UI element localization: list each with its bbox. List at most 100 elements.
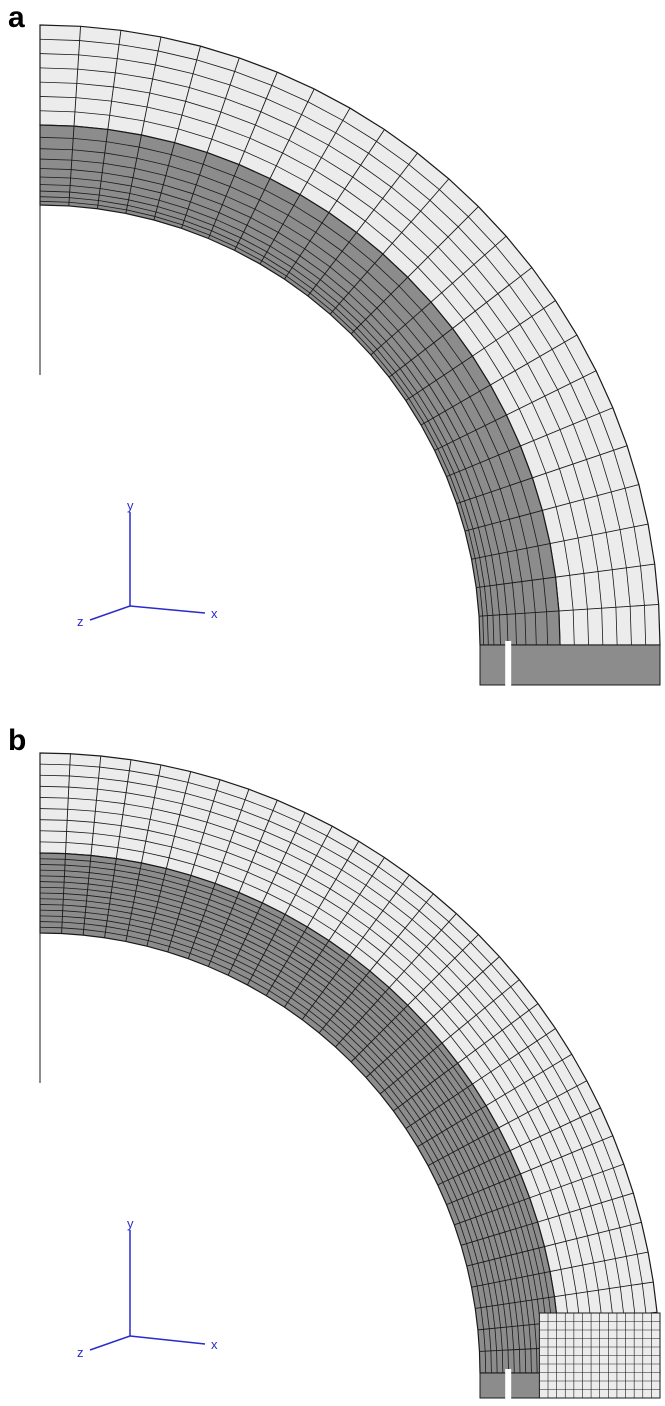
mesh-radial-line [446, 407, 613, 478]
mesh-radial-line [393, 1003, 539, 1112]
mesh-arc-line [39, 881, 532, 1374]
x-axis-line [129, 605, 206, 614]
mesh-arc-line [39, 190, 495, 646]
mesh-radial-line [365, 956, 500, 1078]
mesh-figure-a: y x z [39, 24, 661, 691]
outer-face [39, 24, 661, 646]
z-axis-label: z [77, 614, 84, 629]
mesh-radial-line [227, 812, 306, 976]
mesh-radial-line [405, 1028, 556, 1129]
bottom-foot [479, 644, 661, 686]
mesh-radial-line [82, 755, 102, 936]
mesh-radial-line [335, 913, 457, 1048]
foot-notch [505, 641, 512, 691]
mesh-arc-line [39, 96, 589, 646]
panel-b: b y x z [0, 703, 665, 1406]
mesh-radial-line [207, 72, 278, 239]
mesh-radial-line [61, 753, 71, 934]
mesh-arc-line [39, 200, 485, 646]
mesh-arc-line [39, 158, 527, 646]
z-axis-line [89, 605, 131, 621]
front-face [39, 124, 561, 646]
mesh-radial-line [464, 484, 639, 532]
mesh-arc-line [39, 858, 555, 1374]
mesh-arc-line [39, 67, 618, 646]
mesh-radial-line [420, 334, 578, 426]
mesh-radial-line [437, 1107, 601, 1186]
mesh-arc-line [39, 875, 538, 1374]
mesh-figure-b: y x z [39, 752, 661, 1404]
mesh-radial-line [475, 1281, 654, 1309]
mesh-arc-line [39, 196, 489, 646]
mesh-radial-line [417, 1053, 573, 1148]
mesh-radial-line [247, 825, 333, 986]
mesh-radial-line [234, 88, 315, 251]
mesh-radial-line [153, 46, 201, 221]
mesh-arc-line [39, 830, 583, 1374]
z-axis-label: z [77, 1345, 84, 1360]
mesh-arc-line [39, 763, 650, 1374]
mesh-radial-line [68, 26, 81, 206]
axes-triad-b: y x z [77, 1216, 218, 1360]
mesh-radial-line [471, 523, 649, 560]
mesh-radial-line [146, 771, 192, 947]
mesh-radial-line [370, 235, 507, 356]
mesh-radial-line [350, 934, 479, 1063]
mesh-arc-line [39, 819, 594, 1374]
mesh-radial-line [125, 36, 162, 214]
mesh-radial-line [427, 1080, 588, 1166]
z-axis-line [89, 1335, 131, 1351]
mesh-arc-line [39, 785, 628, 1374]
mesh-arc-line [39, 110, 575, 646]
mesh-radial-line [456, 445, 628, 504]
mesh-radial-line [187, 789, 250, 959]
mesh-arc-line [39, 864, 549, 1374]
mesh-radial-line [207, 800, 278, 967]
mesh-a [39, 24, 661, 691]
panel-a: a y x z [8, 1, 661, 691]
mesh-radial-line [379, 979, 520, 1095]
mesh-arc-line [39, 184, 501, 646]
y-axis-label: y [127, 498, 134, 513]
panel-label-b: b [8, 724, 27, 757]
mesh-arc-line [39, 926, 487, 1374]
x-axis-line [129, 1335, 206, 1345]
mesh-radial-line [318, 893, 434, 1034]
axes-triad-a: y x z [77, 498, 218, 629]
mesh-arc-line [39, 38, 647, 646]
mesh-arc-line [39, 892, 521, 1374]
mesh-radial-line [454, 1163, 624, 1226]
x-axis-label: x [211, 606, 218, 621]
front-face [39, 852, 561, 1374]
mesh-radial-line [125, 764, 162, 942]
mesh-radial-line [104, 759, 132, 938]
mesh-arc-line [39, 921, 492, 1374]
mesh-radial-line [479, 604, 659, 617]
mesh-radial-line [471, 1251, 649, 1288]
mesh-radial-line [181, 57, 240, 229]
mesh-arc-line [39, 176, 509, 646]
mesh-arc-line [39, 886, 527, 1374]
mesh-radial-line [307, 152, 418, 297]
mesh-arc-line [39, 136, 549, 646]
panel-label-a: a [8, 1, 25, 34]
x-axis-label: x [211, 1337, 218, 1352]
mesh-b [39, 752, 661, 1404]
foot-notch [505, 1369, 512, 1404]
mesh-arc-line [39, 869, 544, 1374]
mesh-arc-line [39, 53, 632, 646]
mesh-arc-line [39, 898, 515, 1374]
outer-face [39, 752, 661, 1374]
mesh-radial-line [284, 129, 385, 280]
mesh-radial-line [167, 779, 221, 953]
mesh-arc-line [39, 841, 572, 1374]
mesh-arc-line [39, 904, 509, 1374]
mesh-radial-line [96, 30, 122, 209]
mesh-arc-line [39, 915, 498, 1374]
mesh-radial-line [329, 178, 450, 315]
mesh-arc-line [39, 168, 517, 646]
mesh-radial-line [259, 107, 351, 265]
mesh-radial-line [446, 1135, 613, 1206]
mesh-radial-line [460, 1192, 634, 1246]
mesh-arc-line [39, 808, 605, 1374]
